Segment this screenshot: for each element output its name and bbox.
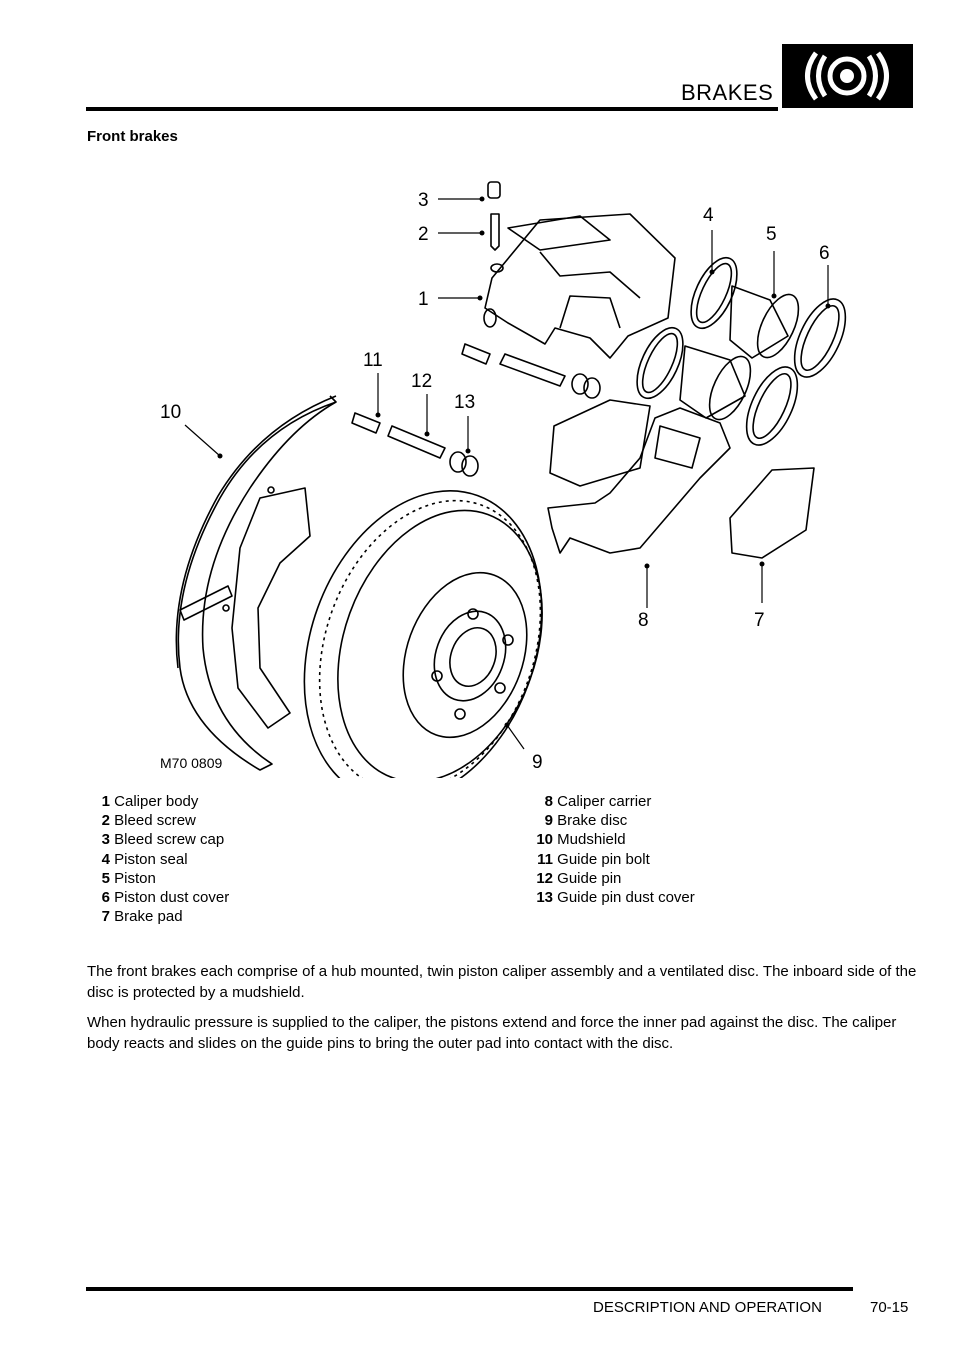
legend-item: 12 Guide pin <box>536 869 622 887</box>
page-number: 70-15 <box>870 1299 909 1316</box>
bleed-screw-cap-drawing <box>487 181 501 199</box>
callout-11: 11 <box>363 350 383 371</box>
brake-disc-drawing <box>303 490 543 802</box>
legend-item: 4 Piston seal <box>101 850 188 868</box>
header-rule <box>86 107 778 111</box>
legend-item: 11 Guide pin bolt <box>537 850 650 868</box>
section-title: Front brakes <box>87 128 178 145</box>
footer-rule <box>86 1287 853 1291</box>
legend-item: 10 Mudshield <box>536 831 626 849</box>
figure-id: M70 0809 <box>160 755 222 771</box>
legend-item: 3 Bleed screw cap <box>101 831 225 849</box>
callout-8: 8 <box>638 610 649 631</box>
callout-1: 1 <box>418 289 429 310</box>
brake-warning-icon <box>782 44 913 108</box>
description-paragraph: The front brakes each comprise of a hub … <box>87 963 917 1001</box>
callout-6: 6 <box>819 243 830 264</box>
callout-3: 3 <box>418 190 429 211</box>
front-brake-exploded-figure: 3 2 1 4 5 6 7 8 9 10 11 12 13 M70 0809 <box>140 168 860 802</box>
callout-4: 4 <box>703 205 714 226</box>
legend-item: 5 Piston <box>101 869 156 887</box>
legend-right-column: 8 Caliper carrier 9 Brake disc 10 Mudshi… <box>532 792 695 907</box>
callout-5: 5 <box>766 224 777 245</box>
bleed-screw-drawing <box>490 213 500 251</box>
callout-10: 10 <box>160 402 181 423</box>
legend-item: 8 Caliper carrier <box>544 793 652 810</box>
legend-item: 1 Caliper body <box>101 793 199 810</box>
callout-12: 12 <box>411 371 432 392</box>
caliper-body-drawing <box>483 213 676 359</box>
operation-paragraph: When hydraulic pressure is supplied to t… <box>87 1014 897 1052</box>
page-header-title: BRAKES <box>681 80 774 105</box>
mudshield-drawing <box>175 395 337 771</box>
footer-section-title: DESCRIPTION AND OPERATION <box>593 1299 822 1316</box>
callout-7: 7 <box>754 610 765 631</box>
legend-item: 6 Piston dust cover <box>101 889 230 907</box>
legend-item: 2 Bleed screw <box>101 812 196 830</box>
callout-2: 2 <box>418 224 429 245</box>
callout-9: 9 <box>532 752 543 773</box>
legend-item: 13 Guide pin dust cover <box>536 889 695 907</box>
callout-13: 13 <box>454 392 475 413</box>
legend-item: 9 Brake disc <box>544 812 628 830</box>
legend-left-column: 1 Caliper body 2 Bleed screw 3 Bleed scr… <box>100 792 230 926</box>
legend-item: 7 Brake pad <box>101 908 183 926</box>
